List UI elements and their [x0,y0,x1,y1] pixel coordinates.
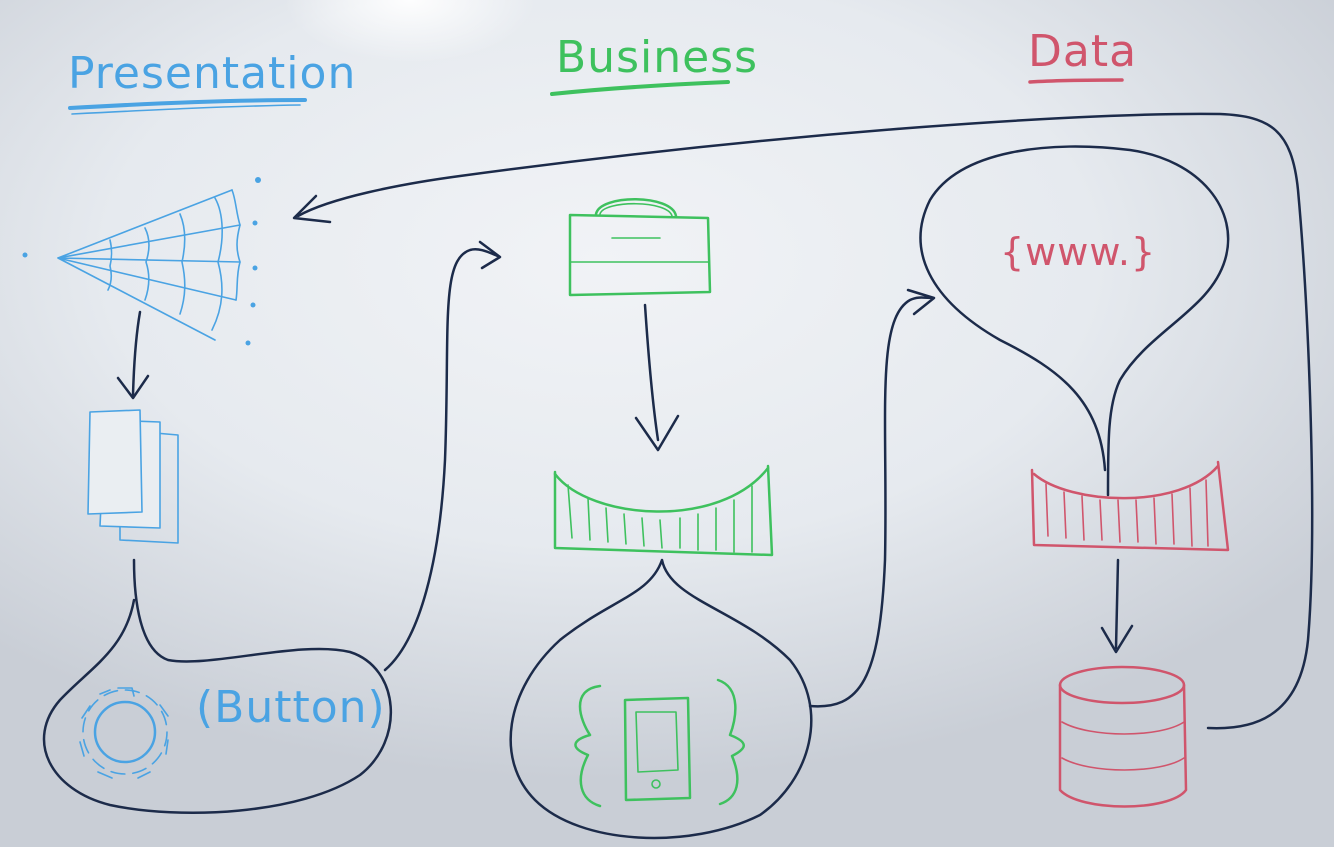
briefcase-to-bridge-arrow [634,303,680,452]
presentation-to-business-arrow [383,240,502,672]
business-heading: Business [556,32,758,83]
data-heading-group: Data [1028,26,1137,84]
data-to-presentation-arrow [292,112,1314,730]
spider-web-icon [22,177,261,346]
presentation-heading: Presentation [68,48,356,99]
www-icon: {www.} [1000,230,1156,274]
www-label: {www.} [1000,230,1156,274]
mobile-phone-icon [574,678,745,808]
data-heading: Data [1028,26,1137,77]
bridge-icon [553,464,774,557]
database-icon [1058,665,1188,808]
gear-icon [79,687,169,779]
button-balloon [42,558,392,814]
business-to-data-arrow [808,288,936,708]
briefcase-icon [568,198,712,297]
business-heading-group: Business [550,32,758,96]
presentation-heading-group: Presentation [68,48,356,115]
button-label: (Button) [196,682,386,733]
pages-stack-icon [87,409,179,544]
data-bridge-icon [1030,460,1230,552]
www-balloon [919,145,1230,497]
data-underline [1028,78,1124,84]
presentation-underline [68,98,307,110]
mobile-balloon [509,558,813,840]
bridge-to-database-arrow [1100,558,1134,654]
business-underline [550,80,730,96]
web-to-pages-arrow [116,310,150,400]
presentation-underline-2 [71,104,301,115]
